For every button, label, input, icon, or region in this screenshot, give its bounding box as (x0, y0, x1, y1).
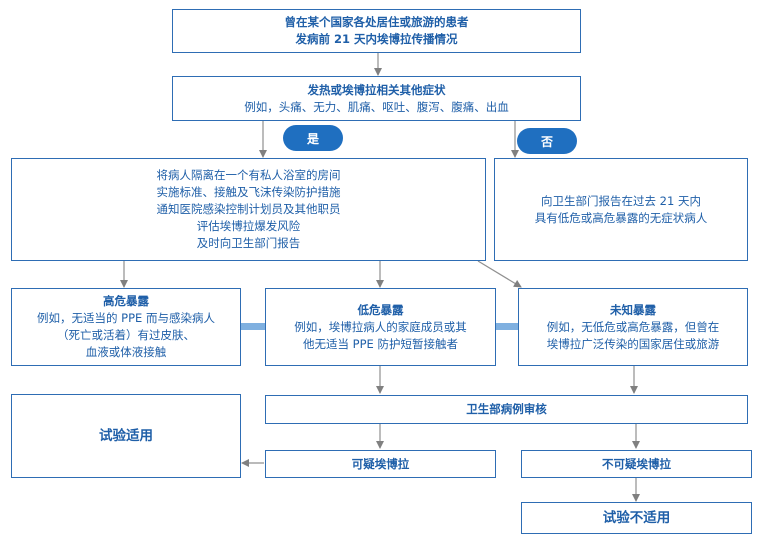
high-risk-title: 高危暴露 (103, 294, 149, 308)
action-line: 评估埃博拉爆发风险 (196, 219, 301, 233)
action-line: 将病人隔离在一个有私人浴室的房间 (156, 168, 341, 182)
patient-history-line2: 发病前 21 天内埃博拉传播情况 (295, 32, 458, 46)
high-risk-line: 血液或体液接触 (85, 345, 167, 359)
unknown-risk-line: 例如，无低危或高危暴露，但曾在 (546, 319, 720, 334)
yes-pill: 是 (283, 125, 343, 151)
test-applies-box: 试验适用 (11, 394, 241, 478)
action-line: 及时向卫生部门报告 (196, 236, 301, 250)
arrow-to-unknown (477, 260, 522, 288)
link-bar-low-unknown (496, 323, 518, 330)
high-risk-line: 例如，无适当的 PPE 而与感染病人 (37, 311, 215, 325)
no-pill: 否 (517, 128, 577, 154)
suspect-ebola-box: 可疑埃博拉 (265, 450, 496, 478)
patient-history-box: 曾在某个国家各处居住或旅游的患者 发病前 21 天内埃博拉传播情况 (172, 9, 581, 53)
low-risk-title: 低危暴露 (357, 302, 404, 317)
symptoms-examples: 例如，头痛、无力、肌痛、呕吐、腹泻、腹痛、出血 (244, 99, 509, 114)
symptoms-box: 发热或埃博拉相关其他症状 例如，头痛、无力、肌痛、呕吐、腹泻、腹痛、出血 (172, 76, 581, 121)
health-review-label: 卫生部病例审核 (466, 402, 547, 416)
high-risk-box: 高危暴露 例如，无适当的 PPE 而与感染病人 （死亡或活着）有过皮肤、 血液或… (11, 288, 241, 366)
test-not-applies-box: 试验不适用 (521, 502, 752, 534)
patient-history-line1: 曾在某个国家各处居住或旅游的患者 (284, 15, 469, 29)
test-applies-label: 试验适用 (99, 427, 153, 444)
high-risk-line: （死亡或活着）有过皮肤、 (57, 328, 195, 342)
low-risk-line: 例如，埃博拉病人的家庭成员或其 (294, 319, 467, 334)
low-risk-box: 低危暴露 例如，埃博拉病人的家庭成员或其 他无适当 PPE 防护短暂接触者 (265, 288, 496, 366)
unknown-risk-box: 未知暴露 例如，无低危或高危暴露，但曾在 埃博拉广泛传染的国家居住或旅游 (518, 288, 748, 366)
not-suspect-ebola-label: 不可疑埃博拉 (602, 456, 671, 471)
action-line: 通知医院感染控制计划员及其他职员 (156, 202, 341, 216)
report-line1: 向卫生部门报告在过去 21 天内 (541, 193, 701, 208)
report-asymptomatic-box: 向卫生部门报告在过去 21 天内 具有低危或高危暴露的无症状病人 (494, 158, 748, 261)
suspect-ebola-label: 可疑埃博拉 (351, 456, 410, 471)
unknown-risk-line: 埃博拉广泛传染的国家居住或旅游 (546, 336, 720, 351)
not-suspect-ebola-box: 不可疑埃博拉 (521, 450, 752, 478)
unknown-risk-title: 未知暴露 (610, 302, 656, 317)
low-risk-line: 他无适当 PPE 防护短暂接触者 (303, 336, 458, 351)
symptoms-title: 发热或埃博拉相关其他症状 (307, 82, 446, 97)
link-bar-high-low (241, 323, 265, 330)
health-review-box: 卫生部病例审核 (265, 395, 748, 424)
report-line2: 具有低危或高危暴露的无症状病人 (534, 210, 708, 225)
test-not-applies-label: 试验不适用 (602, 509, 671, 526)
action-line: 实施标准、接触及飞沫传染防护措施 (156, 185, 341, 199)
isolation-actions-box: 将病人隔离在一个有私人浴室的房间 实施标准、接触及飞沫传染防护措施 通知医院感染… (11, 158, 486, 261)
